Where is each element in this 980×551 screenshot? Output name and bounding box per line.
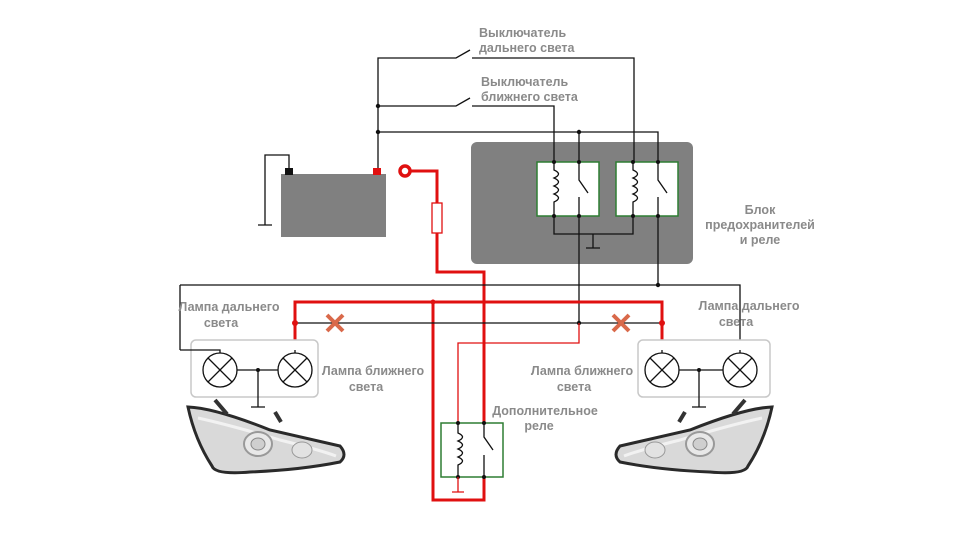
low-beam-switch-wire (378, 97, 555, 162)
ring-terminal-icon (398, 164, 412, 178)
left-high-beam-label-2: света (204, 316, 239, 330)
battery-negative-terminal (285, 168, 293, 175)
battery-positive-terminal (373, 168, 381, 175)
high-beam-switch-label: Выключатель (479, 26, 566, 40)
relay-coil-icon (456, 423, 464, 477)
relay-ground-icon (452, 477, 464, 493)
extra-relay-label-2: реле (524, 419, 553, 433)
extra-relay (440, 421, 504, 493)
ground-icon (258, 154, 290, 226)
red-feed-wire (410, 169, 486, 502)
extra-relay-label: Дополнительное (492, 404, 598, 418)
relay-contact-icon (578, 162, 589, 216)
power-bus-wire (378, 131, 659, 162)
fuse-icon (431, 202, 443, 234)
relay-1 (536, 161, 600, 217)
high-beam-switch-wire (377, 49, 635, 170)
low-beam-switch-label-2: ближнего света (481, 90, 579, 104)
left-headlight-image (186, 398, 346, 475)
battery (281, 174, 386, 237)
fuse-relay-block-label: Блок (745, 203, 776, 217)
right-low-beam-label: Лампа ближнего (531, 364, 634, 378)
right-high-beam-label: Лампа дальнего (699, 299, 800, 313)
fuse-relay-block-label-2: предохранителей (705, 218, 815, 232)
right-high-beam-label-2: света (719, 315, 754, 329)
right-headlight-image (614, 398, 774, 475)
low-beam-switch-label: Выключатель (481, 75, 568, 89)
relay-coil-icon (631, 162, 639, 216)
left-high-beam-label: Лампа дальнего (179, 300, 280, 314)
relay-trigger-wire (457, 323, 580, 424)
relay-contact-icon (483, 423, 494, 477)
left-low-beam-label-2: света (349, 380, 384, 394)
left-low-beam-label: Лампа ближнего (322, 364, 425, 378)
relay-contact-icon (657, 162, 668, 216)
block-ground-icon (553, 216, 634, 249)
cut-mark-icon (325, 313, 631, 333)
right-low-beam-label-2: света (557, 380, 592, 394)
high-beam-feed-wire (180, 284, 741, 350)
relay-2 (615, 161, 679, 217)
high-beam-switch-label-2: дальнего света (479, 41, 576, 55)
right-lamp-housing (637, 339, 771, 398)
fuse-relay-block-label-3: и реле (740, 233, 781, 247)
left-lamp-housing (190, 339, 319, 398)
relay-coil-icon (552, 162, 560, 216)
